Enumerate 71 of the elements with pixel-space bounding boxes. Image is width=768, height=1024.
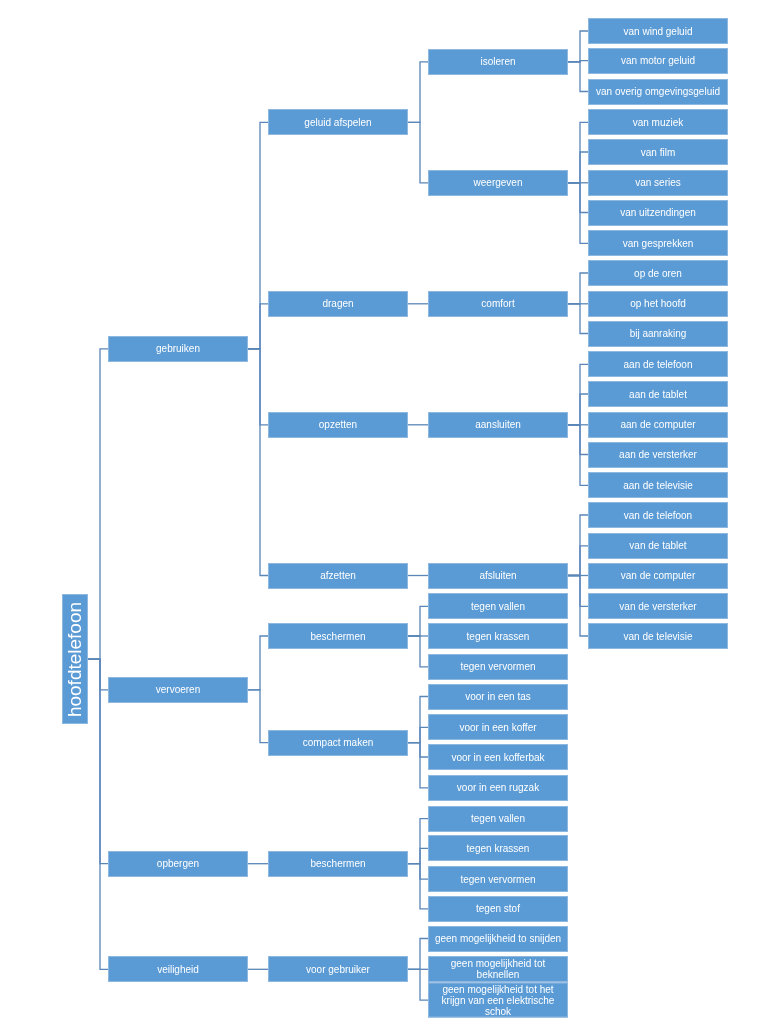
process-box: van de telefoon (588, 502, 728, 528)
connector-line (247, 689, 269, 744)
process-box: aan de televisie (588, 472, 728, 499)
process-box: gebruiken (108, 335, 248, 362)
process-box: van de tablet (588, 532, 728, 559)
process-box: beschermen (268, 623, 408, 649)
connector-line (247, 348, 269, 577)
process-box: voor in een tas (428, 683, 568, 710)
connector-line (407, 863, 429, 910)
process-box: tegen vallen (428, 805, 568, 832)
process-box: comfort (428, 290, 568, 317)
connector-line (567, 182, 589, 244)
process-box: aansluiten (428, 411, 568, 438)
process-box: dragen (268, 290, 408, 317)
process-box: opbergen (108, 850, 248, 877)
process-box: aan de telefoon (588, 351, 728, 378)
connector-line (407, 968, 429, 1001)
process-box: tegen krassen (428, 623, 568, 649)
process-box: geen mogelijkheid tot het krijgn van een elektrische schok (428, 982, 568, 1018)
connector-line (407, 635, 429, 668)
process-box: voor in een koffer (428, 714, 568, 741)
connector-line (567, 424, 589, 486)
process-box: geen mogelijkheid tot beknellen (428, 956, 568, 983)
process-box: van gesprekken (588, 230, 728, 257)
connector-line (407, 742, 429, 789)
connector-line (87, 658, 109, 970)
process-box: van muziek (588, 109, 728, 136)
connector-line (407, 574, 429, 577)
process-box: beschermen (268, 850, 408, 877)
process-box: isoleren (428, 48, 568, 75)
process-box: van wind geluid (588, 18, 728, 44)
process-box: veiligheid (108, 956, 248, 983)
process-box: aan de computer (588, 411, 728, 438)
process-box: van series (588, 169, 728, 196)
process-box: afzetten (268, 562, 408, 589)
process-box: op het hoofd (588, 290, 728, 317)
process-box: van film (588, 139, 728, 165)
process-box: op de oren (588, 260, 728, 286)
connector-line (407, 424, 429, 426)
process-box: geen mogelijkheid to snijden (428, 925, 568, 952)
process-box: tegen stof (428, 895, 568, 922)
process-box: tegen vallen (428, 593, 568, 620)
process-box: van overig omgevingsgeluid (588, 78, 728, 105)
process-box: opzetten (268, 411, 408, 438)
process-box: voor in een rugzak (428, 774, 568, 801)
process-box: bij aanraking (588, 320, 728, 347)
process-box: van de televisie (588, 623, 728, 649)
process-box: afsluiten (428, 562, 568, 589)
connector-line (407, 121, 429, 184)
process-box: tegen vervormen (428, 866, 568, 893)
process-box: voor gebruiker (268, 956, 408, 983)
process-box: aan de versterker (588, 441, 728, 468)
process-box: van uitzendingen (588, 199, 728, 226)
process-box: geluid afspelen (268, 109, 408, 136)
connector-line (567, 574, 589, 637)
process-box: compact maken (268, 729, 408, 756)
process-box: van de computer (588, 562, 728, 589)
connector-line (247, 968, 269, 970)
process-box: van motor geluid (588, 47, 728, 74)
process-box: van de versterker (588, 593, 728, 620)
process-box: tegen krassen (428, 835, 568, 862)
process-box: aan de tablet (588, 381, 728, 407)
process-box: vervoeren (108, 676, 248, 703)
connector-line (247, 863, 269, 865)
process-box: weergeven (428, 169, 568, 196)
process-box: tegen vervormen (428, 653, 568, 680)
connector-line (567, 61, 589, 93)
root-box: hoofdtelefoon (62, 594, 88, 725)
connector-line (407, 303, 429, 305)
process-box: voor in een kofferbak (428, 744, 568, 770)
connector-line (567, 303, 589, 335)
